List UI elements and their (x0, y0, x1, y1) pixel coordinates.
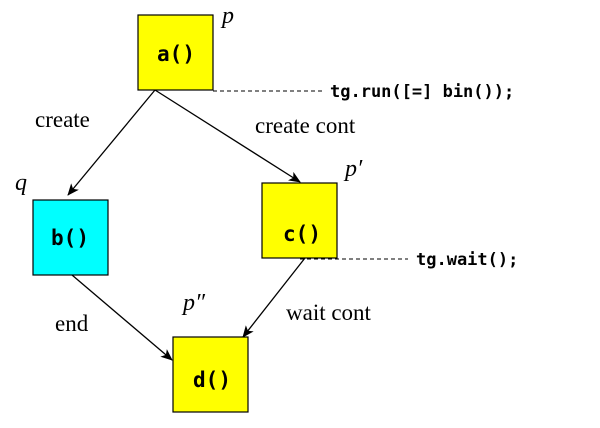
node-b: b() (32, 199, 109, 276)
processor-label-p-prime: p′ (343, 156, 363, 182)
code-wait: tg.wait(); (416, 250, 518, 270)
node-a: a() (137, 14, 214, 91)
processor-label-q: q (15, 170, 27, 196)
edge-c-to-d (242, 257, 306, 338)
code-run: tg.run([=] bin()); (330, 82, 514, 102)
node-a-label: a() (157, 42, 195, 66)
edge-label-wait-cont: wait cont (286, 300, 372, 325)
node-a-box (137, 14, 214, 91)
node-b-box (32, 199, 109, 276)
edge-label-create-cont: create cont (255, 113, 356, 138)
node-c-label: c() (283, 222, 321, 246)
edge-label-end: end (55, 311, 89, 336)
node-d-label: d() (193, 368, 231, 392)
node-b-label: b() (51, 226, 89, 250)
edge-a-to-b (67, 89, 156, 196)
node-d: d() (172, 336, 249, 413)
processor-label-p: p (220, 3, 234, 29)
processor-label-p-double-prime: p″ (181, 290, 206, 316)
node-c: c() (261, 182, 338, 259)
edge-label-create: create (35, 107, 90, 132)
node-c-box (261, 182, 338, 259)
node-d-box (172, 336, 249, 413)
edge-a-to-c (154, 89, 301, 183)
edge-b-to-d (71, 274, 173, 361)
